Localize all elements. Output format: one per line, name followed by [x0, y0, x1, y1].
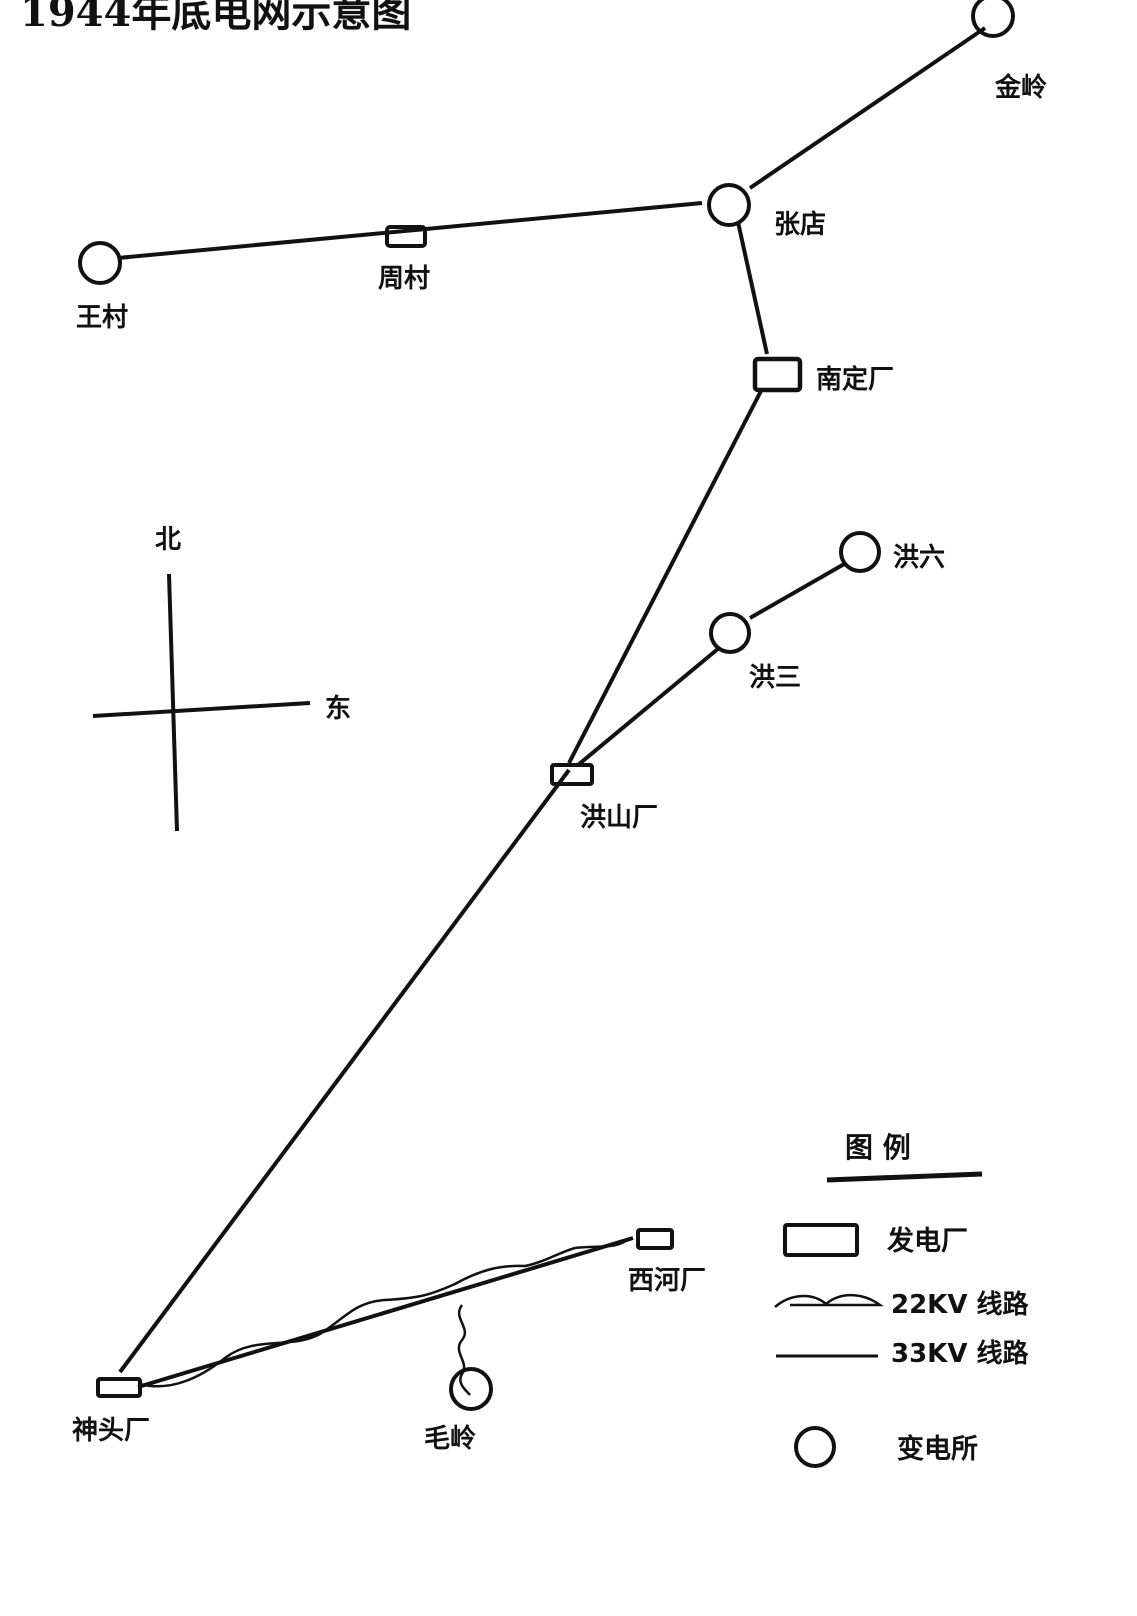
label-jinling: 金岭 [994, 72, 1047, 103]
line-zhangdian-nanding [736, 221, 769, 355]
substation-hongliu [839, 531, 881, 573]
plant-xihe [636, 1228, 674, 1250]
substation-hongsan [709, 612, 751, 654]
substations [78, 0, 1015, 1411]
line-wangcun-zhangdian [117, 201, 703, 260]
line-22kv-shentou-xihe [139, 1236, 631, 1388]
line-hongsan-hongliu [749, 561, 847, 620]
legend-heading: 图 例 [845, 1131, 911, 1164]
substation-zhangdian [707, 183, 751, 227]
compass-ns-axis [167, 573, 179, 832]
label-hongshan: 洪山厂 [580, 803, 658, 833]
lines-22kv [139, 1236, 631, 1396]
legend-substation-symbol [794, 1426, 836, 1468]
power-plants [96, 225, 803, 1398]
lines-33kv [117, 26, 987, 1389]
diagram-title: 1944年底电网示意图 [20, 0, 411, 36]
label-zhoucun: 周村 [378, 264, 430, 294]
plant-nanding [752, 356, 803, 393]
legend-substation-label: 变电所 [897, 1433, 978, 1465]
label-xihe: 西河厂 [628, 1266, 706, 1296]
label-hongsan: 洪三 [749, 663, 801, 693]
compass-ew-axis [92, 701, 311, 718]
line-hongshan-hongsan [576, 646, 721, 767]
legend-heading-underline [826, 1171, 983, 1183]
plant-shentou [96, 1377, 142, 1398]
legend-22kv-label: 22KV 线路 [891, 1289, 1030, 1320]
legend-power-plant-symbol [783, 1223, 859, 1257]
label-maoling: 毛岭 [424, 1424, 476, 1454]
line-nanding-hongshan [567, 388, 764, 764]
legend-power-plant-label: 发电厂 [886, 1225, 968, 1257]
label-hongliu: 洪六 [893, 543, 945, 573]
label-shentou: 神头厂 [72, 1416, 150, 1446]
label-wangcun: 王村 [76, 303, 128, 333]
legend-33kv-label: 33KV 线路 [891, 1338, 1030, 1369]
legend-22kv-symbol [774, 1293, 884, 1308]
line-hongshan-shentou [118, 768, 571, 1374]
legend: 图 例 发电厂 22KV 线路 33KV 线路 变电所 [774, 1131, 1030, 1468]
substation-wangcun [78, 241, 122, 285]
label-zhangdian: 张店 [774, 210, 826, 240]
label-nanding: 南定厂 [816, 364, 894, 395]
line-22kv-to-maoling [457, 1304, 472, 1396]
compass: 北 东 [92, 525, 351, 832]
station-labels: 金岭 张店 王村 周村 南定厂 洪六 洪三 洪山厂 西河厂 神头厂 毛岭 [72, 72, 1047, 1454]
compass-east-label: 东 [325, 693, 351, 724]
plant-hongshan [550, 763, 594, 786]
line-zhangdian-jinling [748, 26, 987, 190]
substation-maoling [449, 1367, 493, 1411]
compass-north-label: 北 [155, 525, 181, 555]
line-shentou-xihe [137, 1236, 634, 1389]
plant-zhoucun [385, 225, 427, 248]
substation-jinling [971, 0, 1015, 38]
